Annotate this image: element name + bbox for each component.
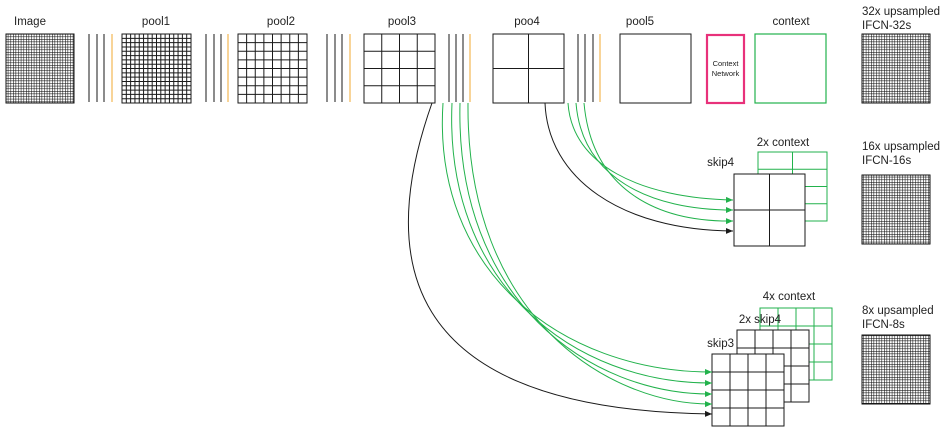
arrow-black-to-skip3 [407, 102, 713, 417]
skip4-2x-label: 2x skip4 [739, 314, 782, 326]
image-label: Image [14, 16, 46, 28]
poo4-label: poo4 [514, 16, 540, 28]
pool3-label: pool3 [388, 16, 416, 28]
separator-lines-5 [577, 34, 601, 102]
arrow-green-to-skip3-2 [451, 102, 713, 387]
out8-label-line2: IFCN-8s [862, 319, 905, 331]
pool3-feature-map [363, 33, 436, 104]
context-feature-map [754, 33, 827, 104]
pool5-label: pool5 [626, 16, 654, 28]
output-16s [861, 174, 931, 245]
arrow-green-to-skip3-3 [459, 102, 713, 398]
context-network-label-line1: Context [713, 59, 740, 68]
out16-label-line2: IFCN-16s [862, 155, 911, 167]
ctx4x-label: 4x context [763, 291, 816, 303]
out32-label-line1: 32x upsampled [862, 6, 940, 18]
skip4-label: skip4 [707, 157, 734, 169]
out8-label-line1: 8x upsampled [862, 305, 934, 317]
arrow-green-to-skip4-1 [567, 102, 734, 203]
ctx2x-label: 2x context [757, 137, 810, 149]
pool4-feature-map [492, 33, 565, 104]
pool5-feature-map [619, 33, 692, 104]
separator-lines-4 [448, 34, 471, 102]
arrow-green-to-skip4-3 [583, 102, 734, 225]
out32-label-line2: IFCN-32s [862, 20, 911, 32]
context-network-label-line2: Network [712, 69, 740, 78]
arrow-green-to-skip4-2 [575, 102, 734, 213]
pool1-label: pool1 [142, 16, 170, 28]
out16-label-line1: 16x upsampled [862, 141, 940, 153]
context-network-box [705, 33, 746, 105]
arrow-black-to-skip4 [544, 102, 734, 234]
pool2-feature-map [237, 33, 308, 104]
output-32s [861, 33, 931, 104]
separator-lines-1 [88, 34, 113, 102]
pool2-label: pool2 [267, 16, 295, 28]
separator-lines-3 [326, 34, 351, 102]
context-label: context [772, 16, 810, 28]
skip3-label: skip3 [707, 338, 734, 350]
arrow-green-to-skip3-4 [467, 102, 713, 408]
skip4-feature-map [733, 173, 806, 247]
separator-lines-2 [205, 34, 229, 102]
skip-arrows-to-skip3 [407, 102, 713, 417]
skip-arrows-to-skip4 [544, 102, 734, 234]
input-image [5, 33, 75, 104]
skip3-feature-map [711, 353, 785, 427]
output-8s [861, 334, 931, 405]
pool1-feature-map [121, 33, 192, 104]
